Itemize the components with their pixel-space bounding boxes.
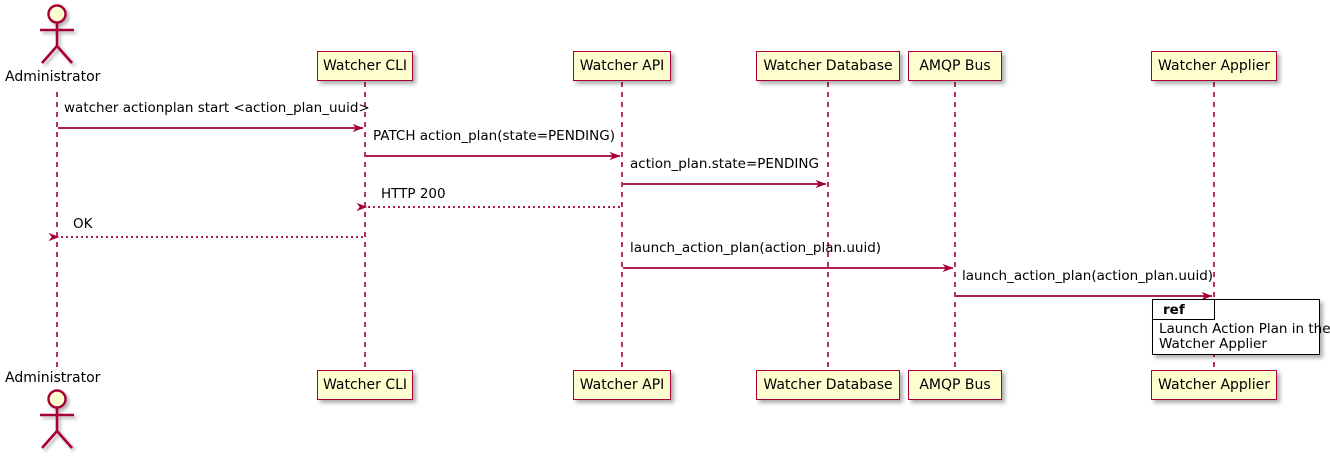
message-label-3: action_plan.state=PENDING — [630, 156, 819, 172]
participant-label: Watcher Database — [763, 377, 893, 393]
actor-label-administrator-top: Administrator — [5, 69, 101, 85]
ref-fragment-launch-action-plan — [1152, 299, 1320, 355]
message-label-6: launch_action_plan(action_plan.uuid) — [630, 240, 882, 256]
ref-fragment-tab — [1153, 300, 1215, 320]
message-label-2: PATCH action_plan(state=PENDING) — [373, 128, 615, 144]
participant-watcher-database-top[interactable]: Watcher Database — [756, 51, 900, 81]
participant-watcher-cli-bottom[interactable]: Watcher CLI — [317, 370, 413, 400]
message-label-1: watcher actionplan start <action_plan_uu… — [64, 100, 370, 116]
ref-fragment-tab-label: ref — [1163, 302, 1185, 318]
participant-watcher-api-bottom[interactable]: Watcher API — [573, 370, 671, 400]
participant-label: AMQP Bus — [919, 58, 991, 74]
participant-watcher-database-bottom[interactable]: Watcher Database — [756, 370, 900, 400]
participant-watcher-applier-top[interactable]: Watcher Applier — [1151, 51, 1277, 81]
actor-administrator-top — [40, 4, 74, 64]
participant-amqp-bus-top[interactable]: AMQP Bus — [908, 51, 1002, 81]
message-arrows — [48, 123, 1213, 301]
participant-watcher-applier-bottom[interactable]: Watcher Applier — [1151, 370, 1277, 400]
participant-watcher-cli-top[interactable]: Watcher CLI — [317, 51, 413, 81]
message-label-4: HTTP 200 — [381, 186, 446, 202]
participant-watcher-api-top[interactable]: Watcher API — [573, 51, 671, 81]
participant-label: Watcher CLI — [322, 377, 408, 393]
participant-label: Watcher Database — [763, 58, 893, 74]
participant-amqp-bus-bottom[interactable]: AMQP Bus — [908, 370, 1002, 400]
ref-fragment-line-2: Watcher Applier — [1159, 336, 1267, 352]
actor-label-administrator-bottom: Administrator — [5, 370, 101, 386]
participant-label: Watcher API — [579, 58, 665, 74]
participant-label: Watcher API — [579, 377, 665, 393]
message-label-5: OK — [73, 216, 93, 232]
message-label-7: launch_action_plan(action_plan.uuid) — [962, 268, 1214, 284]
actor-administrator-bottom — [40, 389, 74, 449]
participant-label: Watcher Applier — [1158, 377, 1270, 393]
participant-label: AMQP Bus — [919, 377, 991, 393]
ref-fragment-line-1: Launch Action Plan in the — [1159, 321, 1330, 337]
lifelines — [56, 82, 1215, 371]
participant-label: Watcher CLI — [322, 58, 408, 74]
participant-label: Watcher Applier — [1158, 58, 1270, 74]
